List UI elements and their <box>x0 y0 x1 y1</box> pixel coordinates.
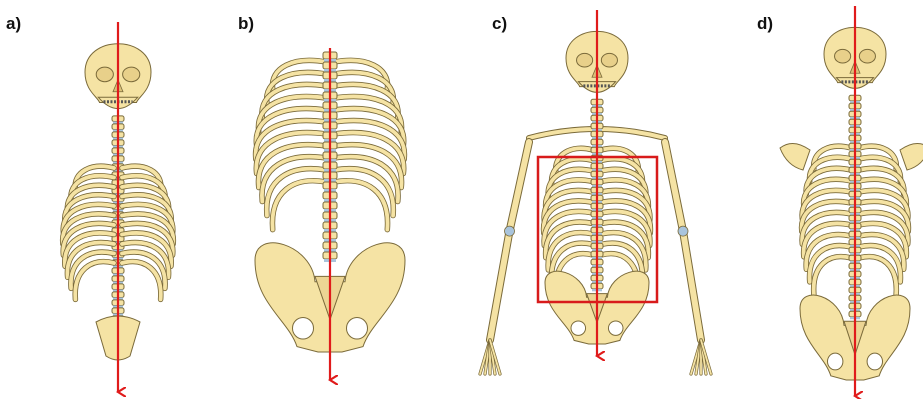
rib <box>859 257 896 295</box>
rib-outline <box>256 121 326 160</box>
rib-outline <box>334 109 404 146</box>
arm-bone <box>665 142 683 231</box>
panel-d-skeleton <box>780 6 923 396</box>
shoulder-right <box>900 143 923 170</box>
eye-socket <box>835 49 851 63</box>
rib <box>122 204 173 233</box>
rib <box>334 121 404 160</box>
rib-outline <box>63 214 114 244</box>
rib-outline <box>256 109 326 146</box>
obturator-foramen <box>347 317 368 339</box>
obturator-foramen <box>828 353 843 370</box>
rib <box>814 257 851 295</box>
rib <box>601 201 650 233</box>
rib-outline <box>272 181 326 230</box>
obturator-foramen <box>571 321 586 335</box>
rib-outline <box>601 201 650 233</box>
panel-b-skeleton <box>255 48 405 380</box>
left-arm <box>480 142 529 374</box>
rib-outline <box>334 181 388 230</box>
rib <box>63 204 114 233</box>
rib <box>544 201 593 233</box>
elbow-joint <box>505 226 515 236</box>
rib-outline <box>63 204 114 233</box>
obturator-foramen <box>867 353 882 370</box>
right-arm <box>665 142 711 374</box>
rib-outline <box>544 190 593 221</box>
rib <box>272 181 326 230</box>
panel-a-skeleton <box>63 22 174 392</box>
rib <box>75 262 114 300</box>
shoulder-left <box>780 143 810 170</box>
rib-outline <box>122 262 161 300</box>
arm-bone <box>510 142 530 231</box>
rib-outline <box>544 201 593 233</box>
rib <box>63 214 114 244</box>
obturator-foramen <box>608 321 623 335</box>
obturator-foramen <box>293 317 314 339</box>
rib <box>544 212 593 246</box>
rib <box>601 212 650 246</box>
rib-outline <box>601 190 650 221</box>
rib-outline <box>859 257 896 295</box>
rib <box>334 109 404 146</box>
rib-outline <box>814 257 851 295</box>
rib <box>334 181 388 230</box>
rib <box>122 214 173 244</box>
rib-outline <box>122 204 173 233</box>
rib <box>256 121 326 160</box>
rib-outline <box>544 212 593 246</box>
eye-socket <box>859 49 875 63</box>
rib-outline <box>75 262 114 300</box>
rib <box>122 262 161 300</box>
rib <box>601 190 650 221</box>
rib <box>544 190 593 221</box>
elbow-joint <box>678 226 688 236</box>
eye-socket <box>96 67 113 82</box>
rib-outline <box>122 214 173 244</box>
rib-outline <box>601 212 650 246</box>
arm-bone <box>490 231 510 340</box>
eye-socket <box>601 53 617 67</box>
rib <box>256 109 326 146</box>
eye-socket <box>123 67 140 82</box>
rib-outline <box>334 121 404 160</box>
eye-socket <box>577 53 593 67</box>
panel-c-skeleton <box>480 10 711 374</box>
arm-bone <box>683 231 701 340</box>
